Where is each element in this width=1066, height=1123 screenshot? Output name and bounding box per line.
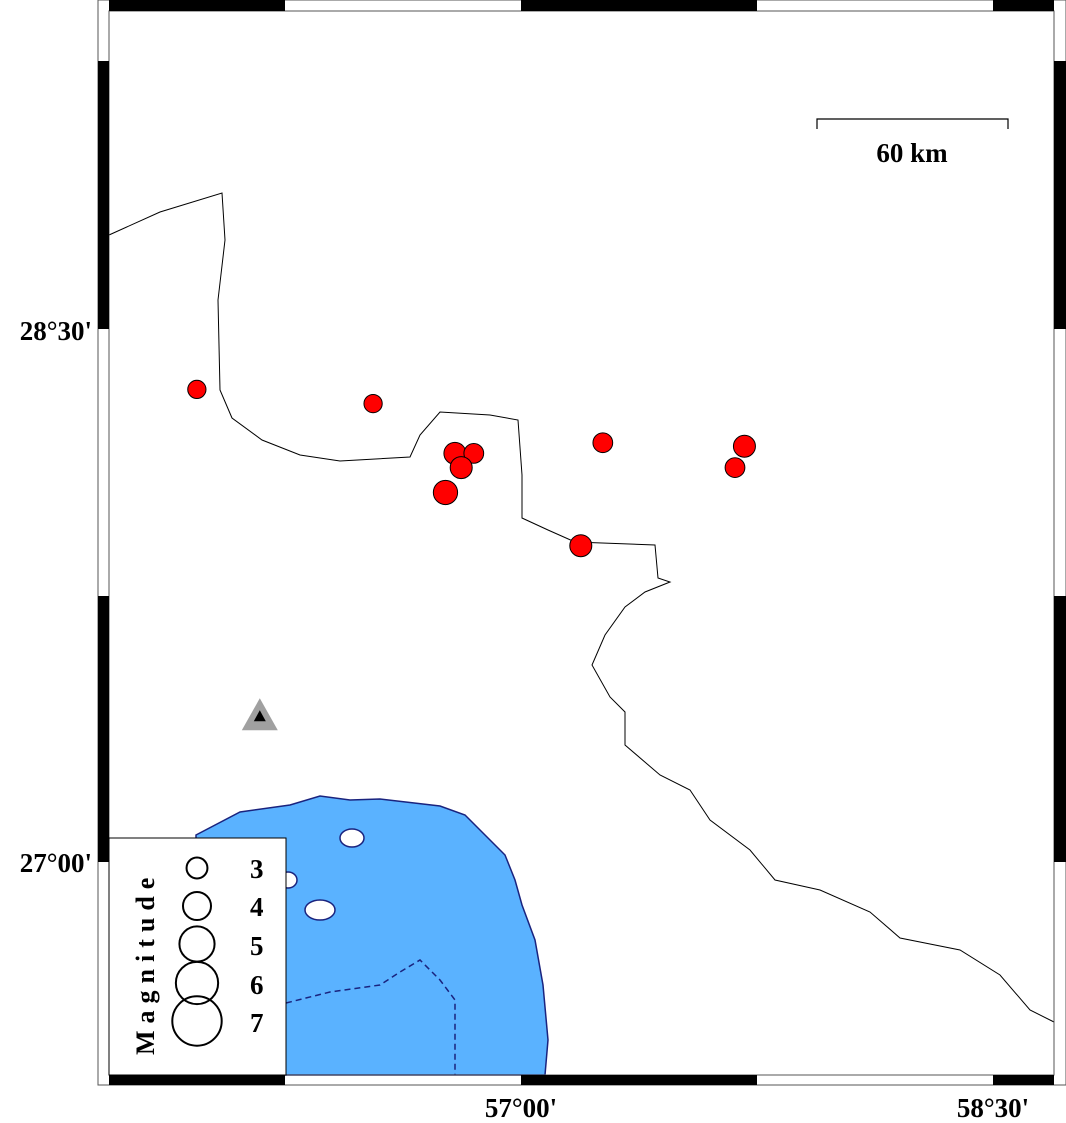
- seismic-station: [241, 698, 278, 731]
- lon-label-58-30: 58°30': [957, 1093, 1029, 1123]
- earthquake-event: [187, 379, 207, 400]
- earthquake-event: [363, 393, 383, 414]
- legend-label-5: 5: [250, 931, 264, 961]
- legend-label-4: 4: [250, 892, 264, 922]
- island: [339, 828, 365, 848]
- map-frame: [97, 0, 1066, 1086]
- earthquake-events: [187, 379, 756, 558]
- scale-bar-label: 60 km: [876, 138, 948, 168]
- legend-circle-mag-3: [185, 856, 209, 880]
- magnitude-legend: Magnitude 3 4 5 6 7: [108, 837, 287, 1076]
- legend-title: Magnitude: [131, 871, 160, 1055]
- legend-label-3: 3: [250, 854, 264, 884]
- province-border: [108, 192, 1055, 1023]
- earthquake-event: [592, 432, 614, 454]
- earthquake-event: [732, 434, 756, 458]
- lat-label-28-30: 28°30': [20, 316, 92, 346]
- legend-circle-mag-4: [181, 890, 213, 922]
- lat-label-27-00: 27°00': [20, 848, 92, 878]
- earthquake-event: [449, 456, 473, 480]
- earthquake-event: [432, 479, 459, 506]
- legend-label-7: 7: [250, 1008, 264, 1038]
- legend-circle-mag-7: [171, 995, 223, 1047]
- scale-bar: 60 km: [816, 118, 1009, 168]
- island: [304, 899, 336, 921]
- legend-label-6: 6: [250, 970, 264, 1000]
- legend-circle-mag-6: [174, 960, 220, 1006]
- earthquake-event: [724, 457, 746, 478]
- bathymetry-contour: [285, 959, 456, 1075]
- station-triangle-icon: [253, 710, 266, 722]
- earthquake-event: [463, 442, 485, 464]
- earthquake-event: [569, 534, 593, 558]
- lon-label-57-00: 57°00': [485, 1093, 557, 1123]
